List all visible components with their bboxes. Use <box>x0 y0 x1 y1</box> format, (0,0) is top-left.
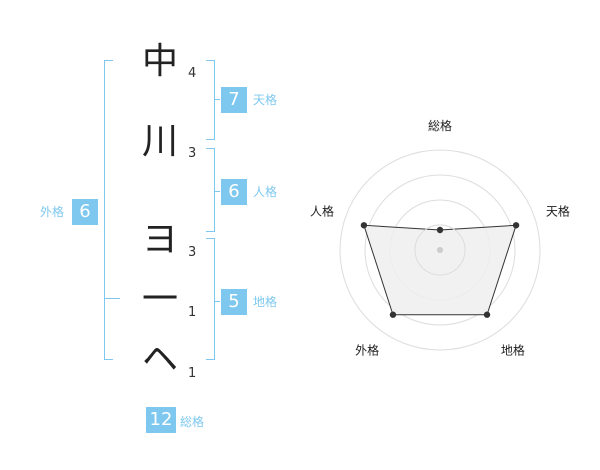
radar-point-5 <box>360 222 368 229</box>
radar-series-area <box>363 224 517 316</box>
gaikaku-value: 6 <box>72 199 98 225</box>
jinkaku-connector <box>214 191 220 192</box>
tenkaku-connector <box>214 99 220 100</box>
radar-center <box>437 247 443 253</box>
name-char-5: ヘ <box>141 339 178 380</box>
radar-point-1 <box>436 226 444 234</box>
radar-axis-label-4: 外格 <box>355 342 379 357</box>
tenkaku-bracket <box>206 60 215 140</box>
chikaku-value: 5 <box>221 289 247 315</box>
tenkaku-value: 7 <box>221 87 247 113</box>
name-char-3: ヨ <box>141 219 178 260</box>
stroke-count-2: 3 <box>188 146 197 161</box>
radar-axis-label-2: 天格 <box>546 204 570 219</box>
stroke-count-5: 1 <box>188 366 197 381</box>
name-char-1: 中 <box>141 41 178 82</box>
jinkaku-bracket <box>206 148 215 232</box>
gaikaku-split-line <box>104 298 120 299</box>
radar-grid-ring <box>339 149 541 351</box>
name-char-2: 川 <box>141 121 178 162</box>
stroke-count-1: 4 <box>188 66 197 81</box>
stroke-count-3: 3 <box>188 245 197 260</box>
chikaku-label: 地格 <box>253 295 278 309</box>
radar-point-2 <box>512 222 520 229</box>
radar-grid-ring <box>414 224 466 276</box>
tenkaku-label: 天格 <box>253 93 278 107</box>
jinkaku-value: 6 <box>221 179 247 205</box>
gaikaku-bracket <box>104 60 113 360</box>
radar-axis-label-3: 地格 <box>501 342 525 357</box>
radar-point-3 <box>483 311 491 318</box>
soukaku-label: 総格 <box>180 415 205 429</box>
radar-grid-ring <box>364 174 516 326</box>
radar-axis-label-5: 人格 <box>310 204 334 219</box>
jinkaku-label: 人格 <box>253 185 278 199</box>
gaikaku-label: 外格 <box>40 205 65 219</box>
chikaku-bracket <box>206 238 215 360</box>
soukaku-value: 12 <box>146 407 176 433</box>
radar-point-4 <box>389 311 397 318</box>
chikaku-connector <box>214 301 220 302</box>
radar-axis-label-1: 総格 <box>428 118 452 133</box>
name-char-4: 一 <box>141 279 178 320</box>
stroke-count-4: 1 <box>188 305 197 320</box>
